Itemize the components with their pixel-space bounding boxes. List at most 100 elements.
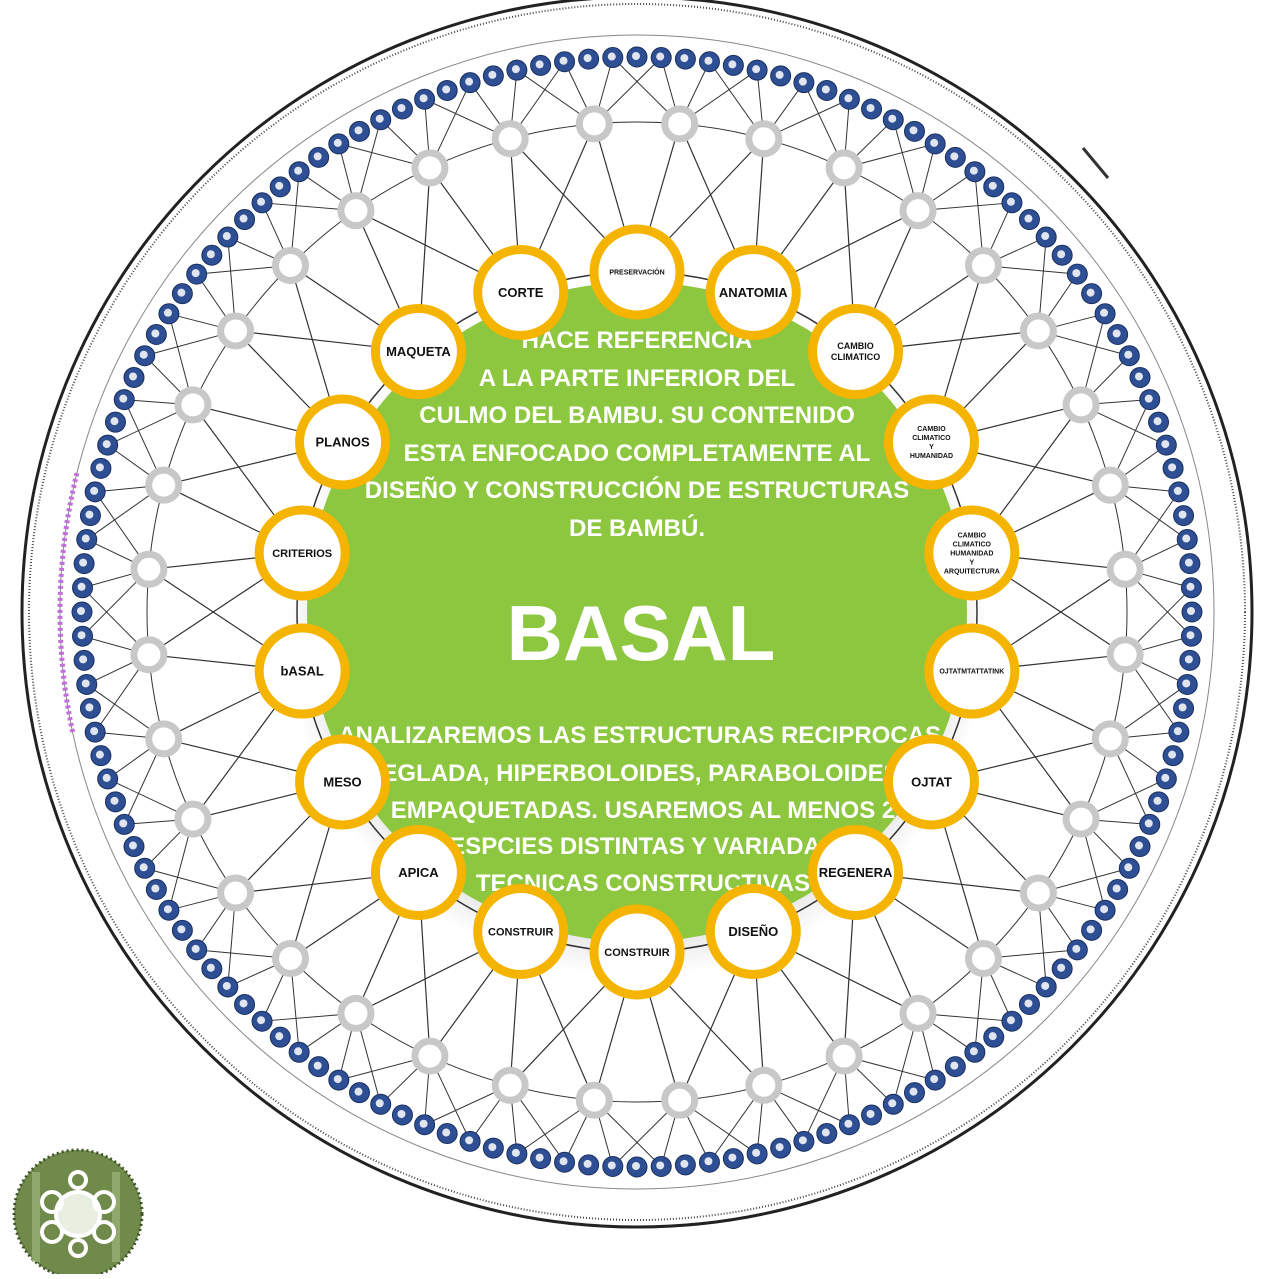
inner-node-ring: [808, 304, 904, 400]
mid-node: [1062, 800, 1100, 838]
inner-node-label: HUMANIDAD: [950, 550, 993, 557]
outer-dot-center: [313, 152, 322, 161]
outer-dot-center: [988, 181, 997, 190]
outer-dot-center: [206, 963, 215, 972]
mid-node: [174, 386, 212, 424]
outer-dot-center: [95, 463, 104, 472]
inner-node-label: CLIMATICO: [831, 352, 880, 362]
mid-node: [1062, 386, 1100, 424]
center-bottom-line: EMPAQUETADAS. USAREMOS AL MENOS 2: [391, 797, 896, 824]
outer-dot-center: [177, 925, 186, 934]
mid-node: [217, 312, 255, 350]
center-top-line: HACE REFERENCIA: [522, 327, 753, 354]
inner-node-label: REGENERA: [819, 865, 893, 880]
outer-dot-center: [239, 214, 248, 223]
outer-dot-center: [77, 582, 86, 591]
inner-node-label: CONSTRUIR: [488, 926, 553, 938]
inner-node-label: DISEÑO: [728, 924, 778, 939]
outer-dot-center: [909, 1087, 918, 1096]
outer-dot-center: [1144, 819, 1153, 828]
outer-dot-center: [90, 486, 99, 495]
outer-dot-center: [128, 841, 137, 850]
outer-dot-center: [1072, 269, 1081, 278]
outer-dot-center: [419, 1119, 428, 1128]
inner-node-ring: [254, 623, 350, 719]
outer-dot-center: [1100, 308, 1109, 317]
inner-node-label: CORTE: [498, 285, 544, 300]
outer-dot-center: [1041, 232, 1050, 241]
outer-dot-center: [1006, 197, 1015, 206]
outer-dot-center: [110, 796, 119, 805]
outer-dot-center: [465, 77, 474, 86]
outer-dot-center: [798, 77, 807, 86]
outer-dot-center: [511, 1148, 520, 1157]
inner-node-label: HUMANIDAD: [910, 453, 953, 460]
thumbnail-logo: [2, 1142, 154, 1279]
outer-dot-center: [821, 1128, 830, 1137]
inner-node: CRITERIOS: [254, 505, 350, 601]
outer-dot-center: [1100, 905, 1109, 914]
mid-node-ring: [130, 105, 1144, 1119]
outer-dot-center: [119, 394, 128, 403]
inner-node-ring: [924, 505, 1020, 601]
outer-dot-center: [656, 52, 665, 61]
center-description-bottom: ANALIZAREMOS LAS ESTRUCTURAS RECIPROCAS,…: [338, 722, 947, 897]
mid-node: [745, 1066, 783, 1104]
outer-dot-center: [313, 1061, 322, 1070]
mid-node: [899, 994, 937, 1032]
mid-node: [1106, 636, 1144, 674]
mid-node: [964, 939, 1002, 977]
outer-dot-center: [275, 181, 284, 190]
outer-dot-center: [775, 70, 784, 79]
outer-dot-center: [728, 1153, 737, 1162]
mid-node: [745, 120, 783, 158]
outer-dot-center: [930, 138, 939, 147]
outer-dot-center: [294, 166, 303, 175]
inner-node-label: MESO: [323, 775, 361, 790]
outer-dot-center: [163, 308, 172, 317]
outer-dot-center: [775, 1143, 784, 1152]
outer-dot-center: [177, 288, 186, 297]
mid-node: [272, 247, 310, 285]
mid-node: [145, 466, 183, 504]
mid-node: [145, 720, 183, 758]
outer-dot-center: [419, 94, 428, 103]
inner-node-ring: [370, 824, 466, 920]
outer-dot-center: [969, 1047, 978, 1056]
inner-node-label: CLIMATICO: [953, 541, 992, 548]
mid-node: [174, 800, 212, 838]
outer-dot-center: [151, 329, 160, 338]
inner-node-label: PLANOS: [315, 435, 370, 450]
outer-dot-center: [930, 1075, 939, 1084]
outer-dot-center: [1182, 679, 1191, 688]
outer-dot-center: [1153, 796, 1162, 805]
outer-dot-center: [222, 981, 231, 990]
outer-dot-center: [583, 54, 592, 63]
outer-dot-center: [909, 126, 918, 135]
inner-node-label: ARQUITECTURA: [944, 568, 1000, 575]
outer-dot-center: [294, 1047, 303, 1056]
outer-dot-center: [888, 114, 897, 123]
outer-dot-center: [1178, 703, 1187, 712]
center-top-line: ESTA ENFOCADO COMPLETAMENTE AL: [404, 440, 871, 467]
inner-node: CONSTRUIR: [473, 883, 569, 979]
mid-node: [337, 192, 375, 230]
inner-node-ring: [883, 394, 979, 490]
outer-dot-center: [77, 631, 86, 640]
outer-dot-center: [397, 1110, 406, 1119]
inner-node-ring: [808, 824, 904, 920]
outer-dot-center: [397, 103, 406, 112]
outer-dot-center: [354, 1087, 363, 1096]
outer-dot-center: [950, 152, 959, 161]
outer-dot-center: [79, 655, 88, 664]
corner-dash: [1081, 147, 1110, 179]
outer-dot-center: [206, 250, 215, 259]
outer-dot-center: [1173, 727, 1182, 736]
outer-dot-center: [1135, 841, 1144, 850]
outer-dot-center: [1041, 981, 1050, 990]
inner-node-ring: [589, 224, 685, 320]
center-bottom-line: ESPCIES DISTINTAS Y VARIADAS: [449, 833, 837, 860]
inner-node-label: OJTAT: [911, 775, 952, 790]
mid-node: [899, 192, 937, 230]
